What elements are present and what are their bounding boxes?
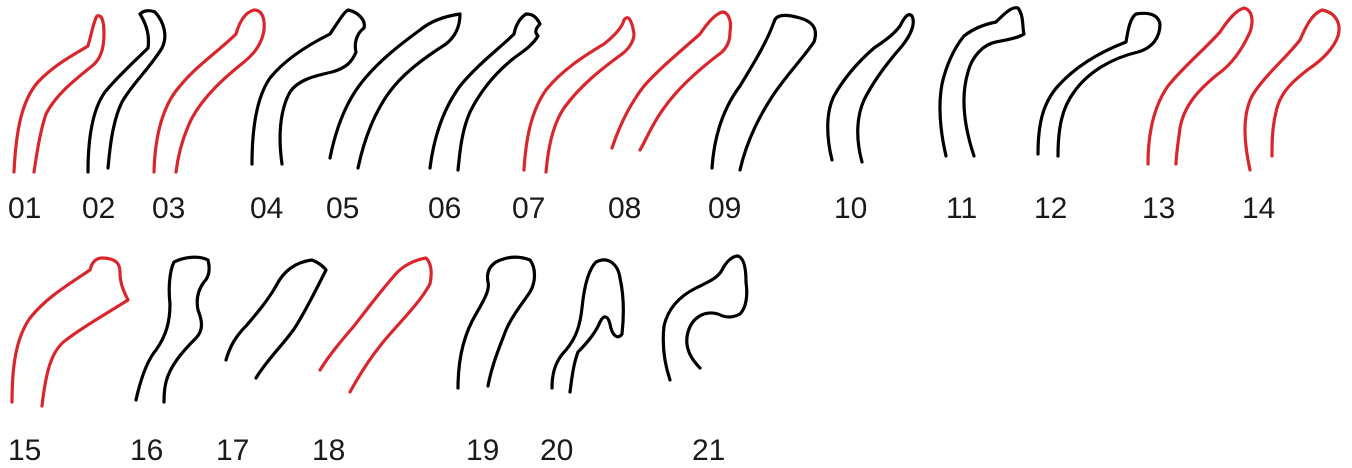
shape-14 — [1245, 10, 1339, 170]
shape-15 — [12, 258, 128, 406]
shape-17 — [226, 260, 326, 378]
label-02: 02 — [82, 192, 115, 225]
label-20: 20 — [540, 434, 573, 467]
shape-04 — [252, 10, 364, 164]
label-14: 14 — [1242, 192, 1275, 225]
shape-08 — [612, 12, 731, 150]
shape-01 — [14, 16, 104, 172]
shape-19 — [458, 257, 535, 388]
shape-16 — [136, 257, 209, 402]
shape-21 — [663, 256, 747, 380]
label-06: 06 — [428, 192, 461, 225]
shape-13 — [1148, 8, 1252, 164]
shape-06 — [430, 14, 540, 170]
label-11: 11 — [946, 192, 977, 225]
label-09: 09 — [708, 192, 741, 225]
label-21: 21 — [692, 434, 725, 467]
shape-02 — [88, 11, 165, 172]
shape-03 — [154, 10, 264, 172]
label-16: 16 — [130, 434, 163, 467]
shape-12 — [1038, 13, 1160, 156]
label-04: 04 — [250, 192, 283, 225]
shape-09 — [712, 15, 815, 170]
shape-07 — [524, 18, 634, 172]
label-19: 19 — [466, 434, 499, 467]
label-10: 10 — [834, 192, 867, 225]
label-15: 15 — [8, 434, 41, 467]
label-12: 12 — [1034, 192, 1067, 225]
shape-05 — [330, 14, 460, 168]
label-08: 08 — [608, 192, 641, 225]
shape-10 — [828, 15, 914, 162]
label-18: 18 — [312, 434, 345, 467]
label-13: 13 — [1142, 192, 1175, 225]
label-17: 17 — [216, 434, 249, 467]
label-05: 05 — [326, 192, 359, 225]
shape-11 — [940, 8, 1024, 156]
label-01: 01 — [8, 192, 41, 225]
label-07: 07 — [512, 192, 545, 225]
shape-20 — [552, 260, 623, 392]
label-03: 03 — [152, 192, 185, 225]
shape-18 — [320, 258, 431, 392]
